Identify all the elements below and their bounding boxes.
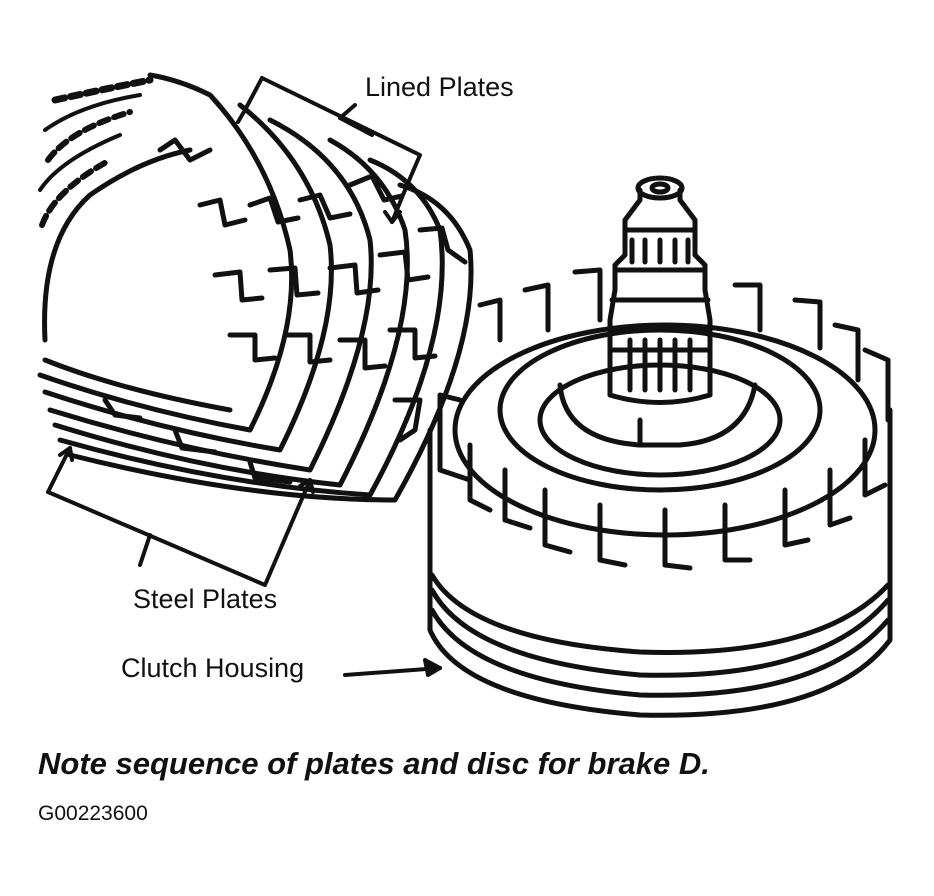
- steel-plates-callout: [46, 446, 315, 587]
- figure-id: G00223600: [38, 802, 148, 825]
- steel-plates-label: Steel Plates: [133, 584, 278, 614]
- clutch-housing-label: Clutch Housing: [121, 653, 305, 683]
- clutch-housing-arrow: [343, 658, 442, 677]
- lined-plates-callout: [236, 76, 422, 224]
- plate-stack: [37, 72, 474, 503]
- clutch-housing: [427, 175, 893, 718]
- figure-caption: Note sequence of plates and disc for bra…: [38, 746, 710, 781]
- lined-plates-label: Lined Plates: [365, 72, 514, 102]
